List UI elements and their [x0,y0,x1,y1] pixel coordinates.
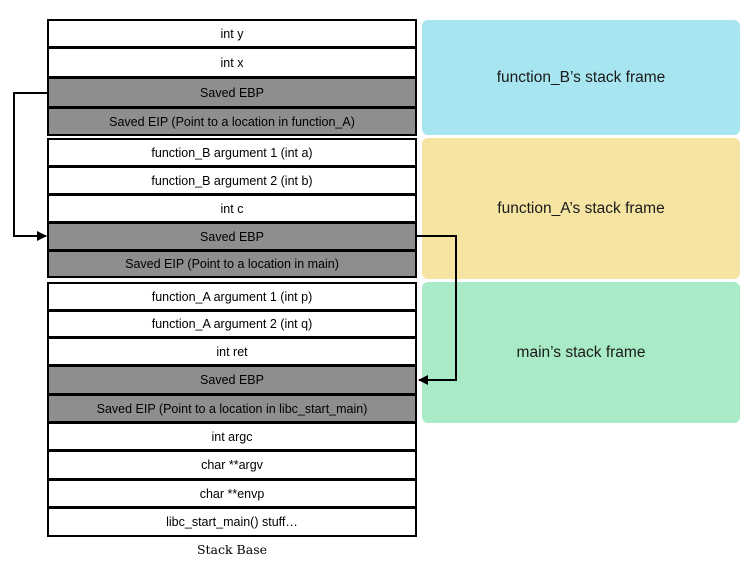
arrow-ebp-b-to-a [13,92,47,241]
stack-cell-function-b-arg1: function_B argument 1 (int a) [47,138,417,167]
stack-cell-saved-eip-b: Saved EIP (Point to a location in functi… [47,107,417,136]
main-frame-label: main’s stack frame [516,343,646,361]
function-a-stack-frame: function_A’s stack frame [422,138,740,279]
stack-cell-saved-ebp-b: Saved EBP [47,77,417,108]
arrow-ebp-a-to-main [417,235,457,385]
main-stack-frame: main’s stack frame [422,282,740,423]
function-b-frame-label: function_B’s stack frame [496,68,666,86]
stack-cell-int-y: int y [47,19,417,48]
function-b-stack-frame: function_B’s stack frame [422,20,740,135]
stack-base-label: Stack Base [196,542,268,557]
function-a-frame-label: function_A’s stack frame [497,199,665,217]
stack-cell-libc-start-main: libc_start_main() stuff… [47,507,417,537]
stack-cell-char-argv: char **argv [47,450,417,480]
stack-cell-function-a-arg1: function_A argument 1 (int p) [47,282,417,311]
stack-cell-saved-eip-a: Saved EIP (Point to a location in main) [47,250,417,278]
stack-cell-saved-eip-main: Saved EIP (Point to a location in libc_s… [47,394,417,423]
stack-cell-int-argc: int argc [47,422,417,451]
